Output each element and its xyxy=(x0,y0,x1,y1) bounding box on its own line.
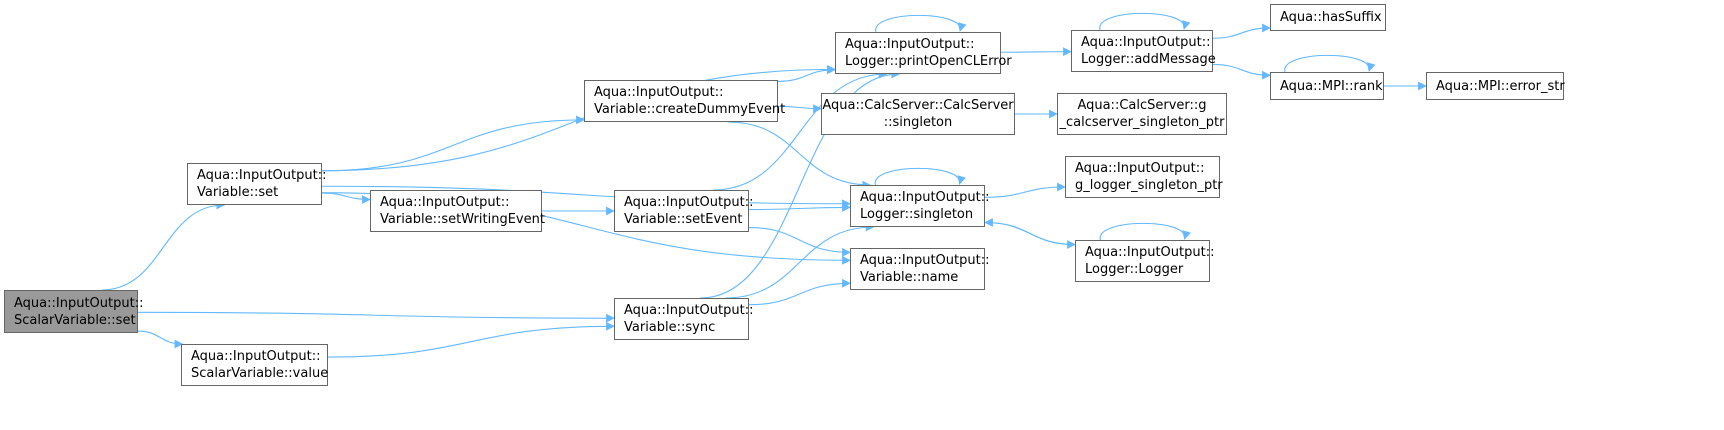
edge-dummy-to-logsingleton xyxy=(728,121,872,190)
edge-logsingleton-to-glogger xyxy=(984,182,1066,198)
node-label-line: ScalarVariable::value xyxy=(191,366,329,381)
node-setevent[interactable]: Aqua::InputOutput::Variable::setEvent xyxy=(614,190,753,232)
node-dummy[interactable]: Aqua::InputOutput::Variable::createDummy… xyxy=(584,80,785,122)
node-label-line: Aqua::MPI::rank xyxy=(1280,78,1383,94)
edge-root-to-vset xyxy=(101,200,226,291)
node-label-line: Aqua::InputOutput:: xyxy=(191,349,321,364)
node-label-line: Aqua::InputOutput:: xyxy=(860,253,990,268)
node-calcserver[interactable]: Aqua::CalcServer::CalcServer::singleton xyxy=(821,93,1015,135)
node-label-line: Aqua::InputOutput:: xyxy=(14,295,144,311)
node-label-line: Aqua::InputOutput:: xyxy=(1081,35,1211,50)
node-label-line: Logger::singleton xyxy=(860,207,974,222)
edge-svvalue-to-sync xyxy=(327,321,615,358)
node-label-line: Aqua::hasSuffix xyxy=(1280,10,1382,25)
node-label-line: Logger::Logger xyxy=(1085,262,1184,277)
node-label-line: Variable::createDummyEvent xyxy=(594,102,786,117)
node-errorstr[interactable]: Aqua::MPI::error_str xyxy=(1426,72,1565,100)
node-label-line: Variable::set xyxy=(197,185,279,200)
node-sync[interactable]: Aqua::InputOutput::Variable::sync xyxy=(614,298,753,340)
edge-sync-to-logsingleton xyxy=(725,222,875,299)
node-label-line: Aqua::InputOutput:: xyxy=(197,168,327,183)
node-label-line: ScalarVariable::set xyxy=(14,312,136,328)
node-logsingleton[interactable]: Aqua::InputOutput::Logger::singleton xyxy=(850,185,989,227)
edge-vset-to-logsingleton xyxy=(321,185,851,209)
node-label-line: ::singleton xyxy=(883,115,953,130)
node-printocl[interactable]: Aqua::InputOutput::Logger::printOpenCLEr… xyxy=(835,32,1012,74)
node-label-line: Variable::sync xyxy=(624,320,716,335)
edge-setevent-to-logsingleton xyxy=(748,203,851,212)
node-addmsg[interactable]: Aqua::InputOutput::Logger::addMessage xyxy=(1071,30,1216,72)
node-mpirank[interactable]: Aqua::MPI::rank xyxy=(1270,72,1384,100)
edge-addmsg-to-mpirank xyxy=(1212,63,1271,80)
edge-root-to-svvalue xyxy=(137,330,184,349)
edge-setevent-to-printocl xyxy=(712,69,888,191)
node-vset[interactable]: Aqua::InputOutput::Variable::set xyxy=(187,163,326,205)
edge-dummy-to-calcserver xyxy=(777,104,822,114)
node-label-line: _calcserver_singleton_ptr xyxy=(1059,115,1225,130)
edge-vset-to-setwriting xyxy=(321,192,371,204)
edge-addmsg-to-hassuffix xyxy=(1212,23,1271,39)
edge-logsingleton-to-logsingleton xyxy=(874,167,966,186)
node-label-line: Aqua::MPI::error_str xyxy=(1436,78,1565,94)
edge-logger-to-logger xyxy=(1099,222,1191,241)
edge-mpirank-to-mpirank xyxy=(1284,54,1376,73)
node-gcalc[interactable]: Aqua::CalcServer::g_calcserver_singleton… xyxy=(1057,93,1227,135)
edge-dummy-to-printocl xyxy=(777,65,836,82)
node-vname[interactable]: Aqua::InputOutput::Variable::name xyxy=(850,248,989,290)
node-label-line: Aqua::CalcServer::g xyxy=(1077,98,1207,113)
node-logger[interactable]: Aqua::InputOutput::Logger::Logger xyxy=(1075,240,1214,282)
node-label-line: g_logger_singleton_ptr xyxy=(1075,178,1223,193)
edge-addmsg-to-addmsg xyxy=(1099,12,1191,31)
node-label-line: Aqua::InputOutput:: xyxy=(860,190,990,205)
node-label-line: Aqua::InputOutput:: xyxy=(845,37,975,52)
node-label-line: Logger::addMessage xyxy=(1081,52,1216,67)
node-svvalue[interactable]: Aqua::InputOutput::ScalarVariable::value xyxy=(181,344,328,386)
edge-vset-to-dummy xyxy=(321,115,585,172)
node-label-line: Aqua::InputOutput:: xyxy=(380,195,510,210)
node-label-line: Aqua::CalcServer::CalcServer xyxy=(822,98,1014,113)
node-label-line: Aqua::InputOutput:: xyxy=(1075,161,1205,176)
edge-root-to-sync xyxy=(137,311,615,323)
node-label-line: Variable::setWritingEvent xyxy=(380,212,545,227)
node-label-line: Aqua::InputOutput:: xyxy=(594,85,724,100)
node-label-line: Aqua::InputOutput:: xyxy=(624,195,754,210)
edge-sync-to-vname xyxy=(748,278,851,306)
node-hassuffix[interactable]: Aqua::hasSuffix xyxy=(1270,4,1386,31)
node-label-line: Logger::printOpenCLError xyxy=(845,54,1012,69)
node-label-line: Variable::name xyxy=(860,270,959,285)
edge-logger-to-logsingleton xyxy=(984,218,1076,246)
edge-printocl-to-addmsg xyxy=(1000,47,1072,57)
edge-printocl-to-printocl xyxy=(875,14,967,33)
node-label-line: Aqua::InputOutput:: xyxy=(1085,245,1215,260)
node-root[interactable]: Aqua::InputOutput::ScalarVariable::set xyxy=(4,290,143,333)
edge-sync-to-printocl xyxy=(700,69,901,299)
node-setwriting[interactable]: Aqua::InputOutput::Variable::setWritingE… xyxy=(370,190,545,232)
edge-setevent-to-vname xyxy=(748,227,851,257)
node-label-line: Aqua::InputOutput:: xyxy=(624,303,754,318)
node-label-line: Variable::setEvent xyxy=(624,212,743,227)
node-glogger[interactable]: Aqua::InputOutput::g_logger_singleton_pt… xyxy=(1065,156,1223,198)
